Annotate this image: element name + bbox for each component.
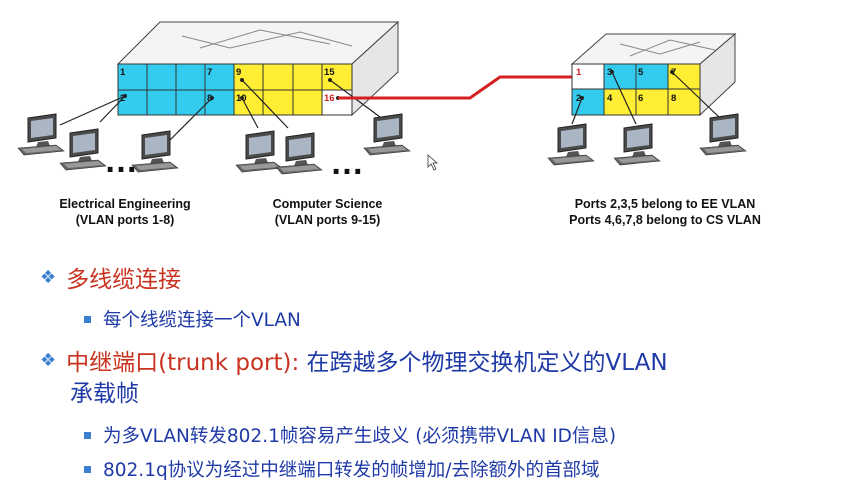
host-computer-icon <box>699 113 747 156</box>
bullet-text: 多线缆连接 <box>66 267 182 293</box>
host-computer-icon <box>235 130 283 173</box>
mouse-cursor-icon <box>427 154 439 171</box>
right-port-label: 6 <box>638 93 643 104</box>
right-switch: 1 3 5 7 2 4 6 8 <box>570 32 737 125</box>
host-computer-icon <box>275 132 323 175</box>
cs-vlan-name: Computer Science <box>272 197 383 211</box>
cs-vlan-label: Computer Science (VLAN ports 9-15) <box>240 196 415 228</box>
right-trunk-port-label: 1 <box>576 67 582 78</box>
left-port-label: 8 <box>207 93 212 104</box>
bullet-square-icon <box>84 465 91 473</box>
bullet-trunk-port-line2: 承载帧 <box>70 381 139 407</box>
ee-vlan-name: Electrical Engineering <box>59 197 191 211</box>
right-port-label: 2 <box>576 93 581 104</box>
bullet-trunk-port: ❖ 中继端口(trunk port): 在跨越多个物理交换机定义的VLAN <box>40 343 668 377</box>
bullet-diamond-icon: ❖ <box>40 266 57 288</box>
right-port-label: 3 <box>607 67 612 78</box>
left-port-label: 1 <box>120 67 126 78</box>
left-port-label: 9 <box>236 67 241 78</box>
ee-vlan-label: Electrical Engineering (VLAN ports 1-8) <box>30 196 220 228</box>
host-computer-icon <box>131 130 179 173</box>
trunk-link <box>338 75 585 100</box>
bullet-multiple-cables: ❖ 多线缆连接 <box>40 260 181 294</box>
cs-port-assignment: Ports 4,6,7,8 belong to CS VLAN <box>569 213 761 227</box>
host-computer-icon <box>547 123 595 166</box>
bullet-text-rest: 在跨越多个物理交换机定义的VLAN <box>299 350 668 376</box>
host-computer-icon <box>613 123 661 166</box>
ellipsis-middle: … <box>330 144 364 182</box>
bullet-square-icon <box>84 431 91 439</box>
ee-vlan-ports: (VLAN ports 1-8) <box>75 213 175 227</box>
trunk-port-label: 16 <box>324 93 335 104</box>
sub-bullet-text: 每个线缆连接一个VLAN <box>103 310 301 331</box>
ee-port-assignment: Ports 2,3,5 belong to EE VLAN <box>574 197 756 211</box>
right-port-label: 8 <box>671 93 676 104</box>
sub-bullet-ambiguity: 为多VLAN转发802.1帧容易产生歧义 (必须携带VLAN ID信息) <box>84 422 616 448</box>
sub-bullet-text: 为多VLAN转发802.1帧容易产生歧义 (必须携带VLAN ID信息) <box>103 426 617 447</box>
bullet-square-icon <box>84 315 91 323</box>
left-switch: 1 7 9 15 2 8 10 16 <box>59 20 400 141</box>
bullet-text-trunk: 中继端口(trunk port): <box>66 350 300 376</box>
host-computer-icon <box>59 128 107 171</box>
host-computer-icon <box>17 113 65 156</box>
left-port-label: 7 <box>207 67 212 78</box>
vlan-diagram: 1 7 9 15 2 8 10 16 <box>17 20 747 182</box>
sub-bullet-text: 802.1q协议为经过中继端口转发的帧增加/去除额外的首部域 <box>103 460 600 481</box>
right-port-label: 5 <box>638 67 644 78</box>
sub-bullet-8021q: 802.1q协议为经过中继端口转发的帧增加/去除额外的首部域 <box>84 456 599 482</box>
right-port-label: 4 <box>607 93 613 104</box>
right-switch-port-assignment: Ports 2,3,5 belong to EE VLAN Ports 4,6,… <box>545 196 785 228</box>
cs-vlan-ports: (VLAN ports 9-15) <box>274 213 381 227</box>
ellipsis-left: … <box>104 142 138 180</box>
host-computer-icon <box>363 113 411 156</box>
sub-bullet-one-vlan-per-cable: 每个线缆连接一个VLAN <box>84 306 301 332</box>
bullet-diamond-icon: ❖ <box>40 349 57 371</box>
left-port-label: 15 <box>324 67 335 78</box>
